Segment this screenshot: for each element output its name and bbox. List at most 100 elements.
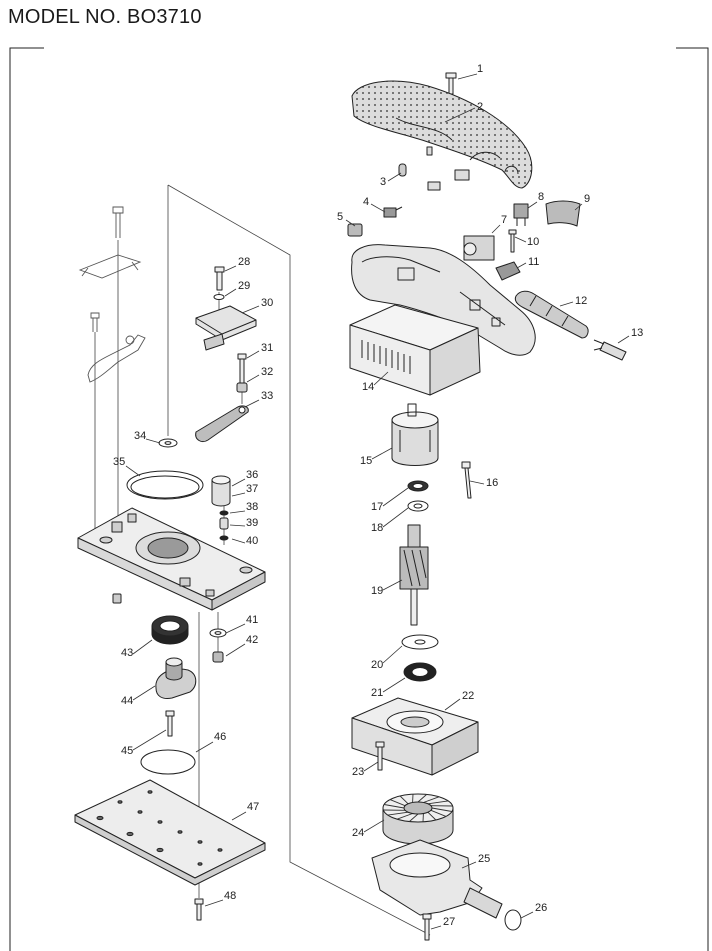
callout-27: 27 — [443, 916, 455, 928]
part-34-washer — [158, 438, 178, 448]
nut-shape — [212, 651, 224, 663]
leader-line-23 — [363, 761, 379, 772]
ring-shape — [219, 510, 229, 516]
frame-right — [676, 47, 709, 951]
screw-shape — [445, 72, 457, 95]
lever-hole — [238, 406, 246, 414]
leader-line-29 — [224, 288, 237, 297]
leader-line-18 — [382, 507, 409, 528]
sleeve-shape — [211, 479, 231, 507]
part-9-name-plate — [545, 200, 581, 227]
leader-line-21 — [382, 677, 406, 693]
part-44-balancer — [155, 657, 197, 699]
balancer-hub — [165, 661, 183, 681]
o-ring-shape — [504, 909, 522, 931]
part-28-screw — [214, 266, 225, 291]
screw-shape — [422, 913, 432, 941]
leader-line-39 — [229, 524, 246, 527]
callout-7: 7 — [501, 214, 507, 226]
capacitor-body — [513, 203, 529, 219]
base-side — [211, 571, 266, 611]
carbon-brush-shape — [383, 206, 403, 218]
dust-collector-nozzle — [463, 887, 503, 919]
strain-relief-shape — [495, 261, 521, 281]
o-ring-shape — [140, 749, 196, 775]
callout-25: 25 — [478, 853, 490, 865]
armature-shaft — [410, 588, 418, 626]
part-20-washer — [401, 634, 439, 650]
leader-line-4 — [370, 203, 386, 213]
part-30-clamp-plate — [195, 305, 257, 351]
housing-lower-side — [429, 327, 481, 396]
part-7-switch — [463, 235, 495, 261]
callout-35: 35 — [113, 456, 125, 468]
callout-19: 19 — [371, 585, 383, 597]
leader-line-46 — [195, 741, 214, 753]
bearing-inner — [411, 667, 429, 677]
leader-line-37 — [231, 492, 246, 497]
callout-15: 15 — [360, 455, 372, 467]
callout-26: 26 — [535, 902, 547, 914]
part-8-capacitor — [513, 203, 529, 226]
part-45-screw — [165, 710, 175, 737]
callout-2: 2 — [477, 101, 483, 113]
part-46-o-ring — [140, 749, 196, 775]
leader-line-32 — [246, 374, 260, 383]
leader-line-43 — [132, 639, 153, 655]
callout-28: 28 — [238, 256, 250, 268]
cord-guard-tube — [514, 290, 589, 339]
part-4-carbon-brush — [383, 206, 403, 218]
callout-1: 1 — [477, 63, 483, 75]
washer-inner — [164, 441, 172, 445]
part-10-screw — [508, 229, 517, 253]
fan-blades — [383, 794, 453, 822]
part-5-block — [347, 223, 363, 237]
leader-line-10 — [514, 236, 527, 243]
leader-line-11 — [516, 262, 527, 269]
leader-line-17 — [382, 487, 409, 507]
callout-10: 10 — [527, 236, 539, 248]
leader-line-8 — [527, 201, 538, 209]
callout-14: 14 — [362, 381, 374, 393]
callout-29: 29 — [238, 280, 250, 292]
clamp-plate-lip — [203, 333, 225, 351]
leader-line-15 — [371, 447, 393, 460]
fan-blade — [417, 794, 427, 803]
part-24-fan — [382, 793, 454, 845]
ring-inner — [130, 475, 200, 499]
callout-24: 24 — [352, 827, 364, 839]
screw-shape — [165, 710, 175, 737]
fan-blade — [384, 804, 405, 809]
callout-33: 33 — [261, 390, 273, 402]
leader-line-16 — [469, 480, 485, 485]
callout-48: 48 — [224, 890, 236, 902]
washer-shape — [213, 294, 225, 300]
callout-9: 9 — [584, 193, 590, 205]
fan-blade — [389, 799, 406, 807]
block-shape — [347, 223, 363, 237]
part-41-washer — [209, 628, 227, 638]
part-15-field — [391, 403, 439, 466]
part-2-handle-cover — [351, 80, 533, 189]
fan-blade — [430, 809, 447, 817]
part-43-bearing — [151, 615, 189, 645]
callout-16: 16 — [486, 477, 498, 489]
callout-45: 45 — [121, 745, 133, 757]
handle-cover-detail — [395, 117, 519, 175]
part-16-screw — [461, 461, 472, 499]
washer-inner — [413, 503, 423, 509]
callout-44: 44 — [121, 695, 133, 707]
callout-8: 8 — [538, 191, 544, 203]
housing-vents — [361, 340, 411, 374]
part-19-armature — [399, 524, 429, 626]
collar-shape — [236, 382, 248, 393]
screw-shape — [461, 461, 472, 499]
part-13-cord — [593, 339, 627, 361]
leader-line-27 — [430, 925, 442, 930]
part-40-ring — [219, 535, 229, 541]
callout-5: 5 — [337, 211, 343, 223]
bearing-bore — [159, 620, 181, 632]
fan-blade — [387, 811, 409, 816]
callout-39: 39 — [246, 517, 258, 529]
